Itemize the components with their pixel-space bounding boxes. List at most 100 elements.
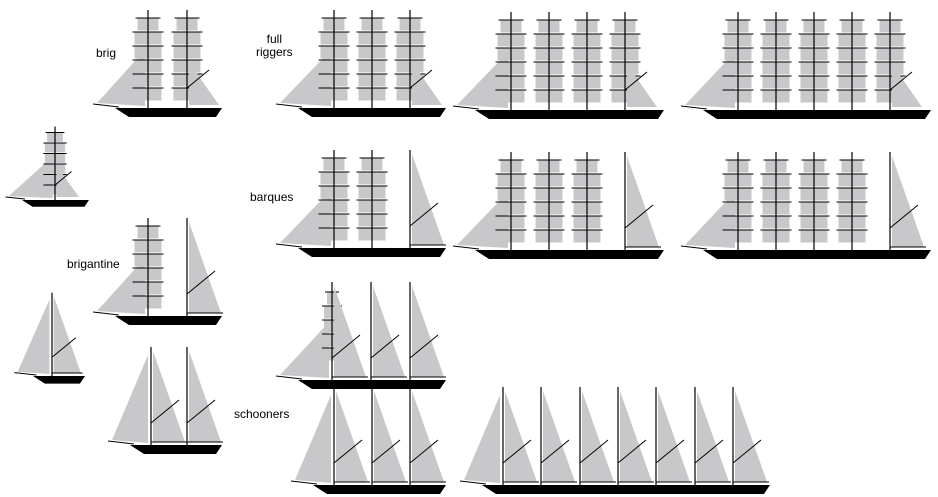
ship-brigantine — [92, 218, 223, 325]
jib-sail — [112, 355, 148, 443]
jib-sail — [685, 52, 735, 108]
gaff — [889, 71, 913, 91]
mast-topsail — [322, 282, 368, 380]
jib-sail — [280, 190, 331, 246]
mast-square — [171, 10, 219, 108]
hull — [475, 110, 664, 119]
mast-fore-aft — [409, 282, 446, 380]
gaff — [54, 171, 72, 186]
mast-square — [394, 10, 442, 108]
mast-square — [836, 12, 868, 110]
gaff — [540, 439, 570, 464]
jib-sail — [17, 299, 50, 374]
hull — [703, 250, 931, 259]
mast-square — [356, 10, 388, 108]
bowsprit — [275, 243, 303, 248]
mast-square — [874, 12, 922, 110]
ship-schooner — [107, 347, 223, 454]
gaff — [889, 204, 919, 229]
gaff — [51, 337, 77, 358]
mast-fore-aft — [624, 152, 661, 250]
gaff — [409, 439, 439, 464]
fore-aft-sail — [373, 286, 405, 377]
label-full-riggers-line2: riggers — [256, 45, 293, 59]
label-full-riggers: full riggers — [256, 33, 293, 59]
jib-sail — [8, 156, 53, 198]
jib-sail — [295, 395, 331, 483]
mast-fore-aft — [409, 387, 446, 485]
mast-square — [571, 152, 603, 250]
fore-aft-sail — [697, 391, 729, 482]
gaff — [617, 439, 647, 464]
hull — [475, 250, 664, 259]
bowsprit — [107, 440, 135, 445]
fore-aft-sail — [53, 296, 81, 373]
mast-fore-aft — [186, 347, 223, 445]
jib-sail — [457, 52, 508, 108]
mast-square — [132, 10, 164, 108]
hull — [703, 110, 931, 119]
jib-sail — [685, 192, 735, 248]
jib-sail — [457, 192, 508, 248]
mast-square — [318, 10, 350, 108]
jib-sail — [280, 50, 331, 106]
mast-fore-aft — [617, 387, 654, 485]
mast-square — [798, 152, 830, 250]
spanker-sail — [892, 64, 922, 107]
hull — [33, 376, 85, 384]
bowsprit — [290, 480, 318, 485]
jib-sail — [464, 395, 500, 483]
fore-aft-sail — [627, 156, 659, 247]
mast-square — [722, 152, 754, 250]
spanker-sail — [412, 62, 442, 105]
ship-full-rigger — [452, 12, 664, 119]
gaff — [409, 69, 433, 89]
ship-full-rigger — [275, 10, 446, 117]
bowsprit — [14, 372, 37, 376]
mast-square — [43, 126, 79, 200]
jib-sail — [280, 322, 329, 378]
gaff — [732, 439, 762, 464]
bowsprit — [680, 105, 708, 110]
ship-brig — [92, 10, 222, 117]
gaff — [186, 69, 210, 89]
mast-square — [132, 218, 164, 316]
ship-schooner — [459, 387, 770, 494]
hull — [482, 485, 770, 494]
mast-square — [495, 152, 527, 250]
mast-fore-aft — [333, 387, 370, 485]
hull — [298, 380, 446, 389]
fore-aft-sail — [543, 391, 575, 482]
mast-fore-aft — [371, 387, 408, 485]
gaff — [409, 202, 439, 227]
spanker-sail — [189, 62, 219, 105]
fore-aft-sail — [658, 391, 690, 482]
fore-aft-sail — [336, 391, 368, 482]
fore-aft-sail — [374, 391, 406, 482]
gaff — [371, 439, 401, 464]
gaff — [502, 439, 532, 464]
gaff — [624, 204, 654, 229]
hull — [115, 108, 222, 117]
jib-sail — [97, 258, 145, 314]
fore-aft-sail — [735, 391, 767, 482]
mast-fore-aft — [150, 347, 187, 445]
mast-fore-aft — [186, 218, 223, 316]
fore-aft-sail — [505, 391, 537, 482]
mast-fore-aft — [409, 150, 446, 248]
ship-schooner — [290, 387, 446, 494]
gaff — [333, 439, 363, 464]
gaff — [655, 439, 685, 464]
bowsprit — [459, 480, 487, 485]
hull — [115, 316, 222, 325]
mast-fore-aft — [502, 387, 539, 485]
spanker-sail — [56, 165, 79, 197]
fore-aft-sail — [892, 156, 924, 247]
fore-aft-sail — [189, 351, 221, 442]
bowsprit — [452, 245, 480, 250]
mast-square — [798, 12, 830, 110]
gaff — [370, 334, 400, 359]
ship-full-rigger — [680, 12, 931, 119]
